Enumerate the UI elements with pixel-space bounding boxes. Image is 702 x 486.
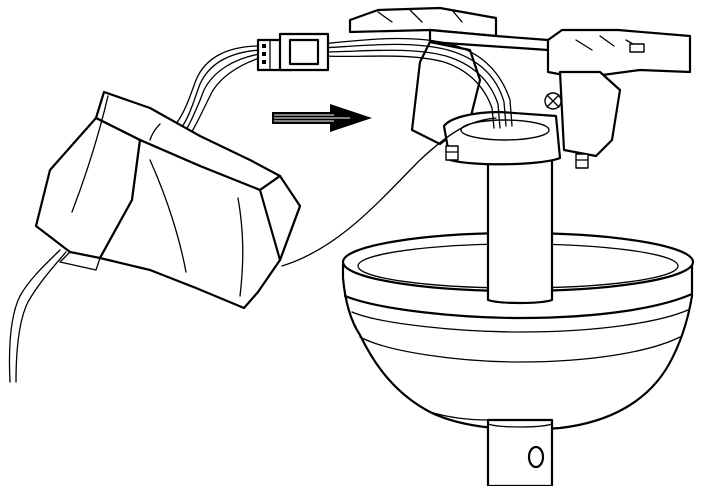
wire-harness-icon xyxy=(8,37,513,383)
downrod-icon xyxy=(486,158,554,486)
receiver-box-icon xyxy=(34,90,302,310)
direction-arrow-icon xyxy=(272,104,372,132)
mounting-bracket-icon xyxy=(348,6,692,169)
wire-connector-icon xyxy=(256,32,330,72)
ground-screw-icon xyxy=(544,92,562,110)
